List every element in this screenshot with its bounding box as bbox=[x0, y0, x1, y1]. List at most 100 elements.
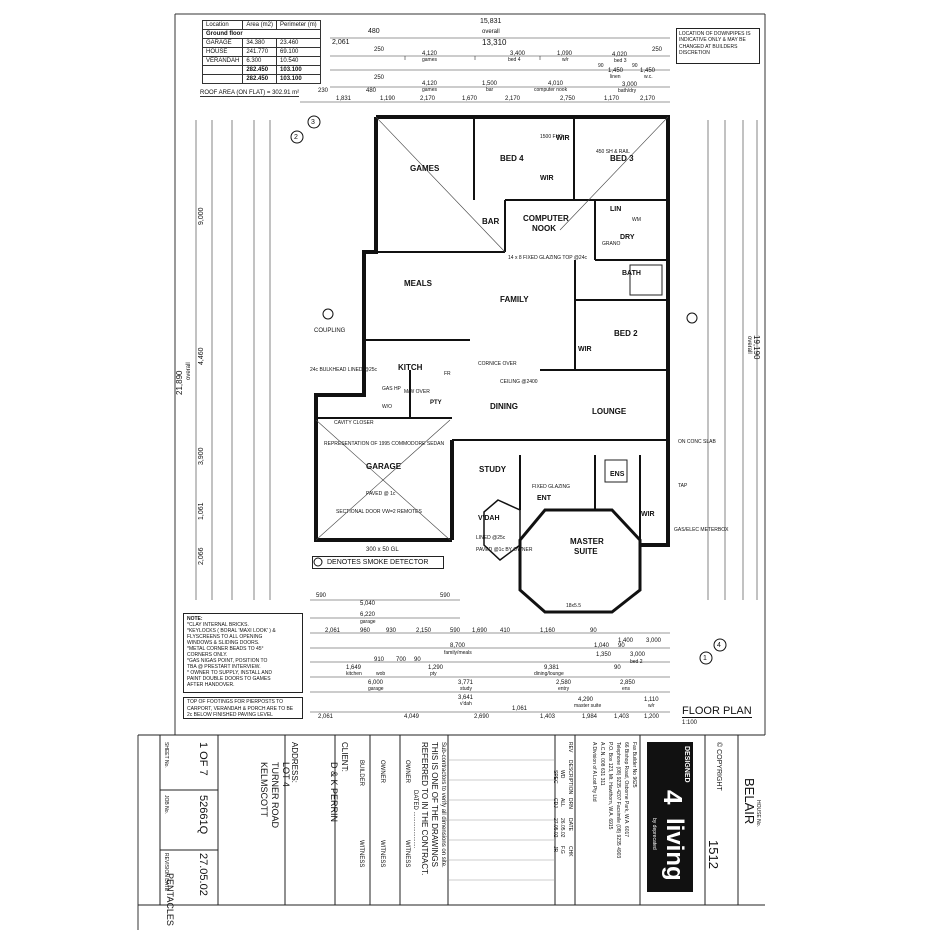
master-suite-octagon bbox=[518, 508, 642, 614]
note-fixed-glazing: 14 x 8 FIXED GLAZING TOP @24c bbox=[508, 255, 587, 261]
company-logo-brand: living bbox=[661, 818, 688, 881]
notes-line: *GAS NIGAS POINT, POSITION TO bbox=[187, 658, 268, 664]
dim-left-overall-label: overall bbox=[186, 362, 192, 380]
area-table-blank bbox=[201, 74, 244, 84]
title-owner: OWNER bbox=[404, 760, 410, 783]
dim-bottom-room: w/r bbox=[648, 703, 655, 709]
dim-top: 1,450 bbox=[640, 68, 656, 74]
rev-header: CHK bbox=[567, 846, 573, 857]
area-table-cell: GARAGE bbox=[201, 38, 244, 48]
dim-bottom: 590 bbox=[450, 628, 461, 634]
note-sectional-door: SECTIONAL DOOR VW=2 REMOTES bbox=[336, 509, 422, 515]
marker-circle-3 bbox=[307, 115, 321, 129]
rev-cell: WD bbox=[559, 770, 565, 779]
marker-1: 1 bbox=[703, 655, 707, 662]
smoke-detector-symbol bbox=[313, 557, 323, 567]
company-logo-block bbox=[647, 742, 693, 892]
room-label-wir: WIR bbox=[540, 175, 554, 182]
area-table-cell: 10.540 bbox=[276, 56, 321, 66]
dim-bottom: 8,700 bbox=[450, 643, 466, 649]
rev-cell: CDJ bbox=[552, 798, 558, 808]
note-paved: PAVED @ 1c bbox=[366, 491, 396, 497]
area-table: Location Area (m2) Perimeter (m) Ground … bbox=[201, 20, 321, 84]
dim-overall-top: 15,831 bbox=[480, 18, 502, 25]
smoke-detector-legend-text: DENOTES SMOKE DETECTOR bbox=[327, 559, 429, 566]
note-fixed-glazing-2: FIXED GLAZING bbox=[532, 484, 571, 490]
dim-top: 1,831 bbox=[336, 96, 352, 102]
note-fr: FR bbox=[444, 371, 451, 377]
title-owner: OWNER bbox=[379, 760, 385, 783]
dim-overall-label: overall bbox=[482, 29, 500, 35]
dim-bottom: 700 bbox=[396, 657, 407, 663]
roof-area-label: ROOF AREA (ON FLAT) = 302.91 m² bbox=[200, 90, 300, 97]
company-logo-designed: DESIGNED bbox=[683, 746, 690, 783]
title-sheet-value: 1 OF 7 bbox=[197, 742, 209, 776]
dim-right-overall-label: overall bbox=[746, 336, 752, 354]
notes-box: NOTE: *CLAY INTERNAL BRICKS. *KEYLOCKS (… bbox=[183, 613, 303, 693]
dim-bottom: 1,200 bbox=[644, 714, 660, 720]
title-contract-note: REFERRED TO IN THE CONTRACT. bbox=[420, 742, 429, 876]
section-marker-x-left bbox=[322, 308, 334, 320]
left-dimension-lines bbox=[195, 120, 271, 600]
title-address-label: ADDRESS: bbox=[290, 742, 299, 783]
dim-overall-value: 13,310 bbox=[482, 38, 507, 47]
marker-circle-4 bbox=[713, 638, 727, 652]
title-dated: DATED ...................... bbox=[412, 790, 418, 849]
room-label-ent: ENT bbox=[537, 495, 551, 502]
rev-cell: 26.05.02 bbox=[559, 818, 565, 838]
note-mw: M/W OVER bbox=[404, 389, 430, 395]
title-copyright: © COPYRIGHT bbox=[715, 742, 722, 791]
dim-top: 4,020 bbox=[612, 52, 628, 58]
room-label-lin: LIN bbox=[610, 206, 622, 213]
dim-bottom-room: v'dah bbox=[460, 701, 472, 707]
area-table-subtotal-area: 282.450 bbox=[242, 65, 278, 75]
dim-left: 3,900 bbox=[198, 447, 205, 465]
area-table-header-perimeter: Perimeter (m) bbox=[276, 20, 321, 30]
dim-left: 4,460 bbox=[198, 347, 205, 365]
dim-bottom: 1,040 bbox=[594, 643, 610, 649]
title-address-line: LOT 4 bbox=[281, 762, 291, 787]
verandah-outline bbox=[483, 499, 521, 561]
dim-bottom: 4,290 bbox=[578, 697, 594, 703]
revision-table-rows bbox=[448, 759, 555, 881]
title-address-line: KELMSCOTT bbox=[259, 762, 269, 818]
room-label-wir: WIR bbox=[578, 346, 592, 353]
dim-bottom: 90 bbox=[414, 657, 421, 663]
dim-bottom: 3,641 bbox=[458, 695, 474, 701]
note-coupling: COUPLING bbox=[314, 328, 346, 334]
dim-bottom: 2,061 bbox=[325, 628, 341, 634]
title-revision-value: 27.05.02 bbox=[197, 853, 209, 896]
dim-top: 250 bbox=[374, 47, 385, 53]
dim-bottom-room: pty bbox=[430, 671, 437, 677]
dim-bottom: 90 bbox=[590, 628, 597, 634]
dim-bottom: 3,000 bbox=[646, 638, 662, 644]
dim-top-room: linen bbox=[610, 74, 621, 80]
note-slab: 300 x 50 GL bbox=[366, 547, 399, 553]
top-dimension-lines bbox=[300, 37, 670, 103]
dim-right-overall: 19,190 bbox=[752, 335, 761, 360]
title-house-name: BELAIR bbox=[742, 778, 757, 825]
rev-header: DRN bbox=[567, 798, 573, 809]
dim-left: 9,000 bbox=[198, 207, 205, 225]
room-label-dining: DINING bbox=[490, 402, 518, 411]
rev-header: DESCRIPTION bbox=[567, 760, 573, 795]
dim-bottom: 1,984 bbox=[582, 714, 598, 720]
notes-line: WINDOWS & SLIDING DOORS. bbox=[187, 640, 260, 646]
dim-bottom: 910 bbox=[374, 657, 385, 663]
company-logo-small: PENTACLES bbox=[165, 873, 175, 926]
area-table-group: Ground floor bbox=[202, 29, 321, 39]
dim-bottom: 1,403 bbox=[540, 714, 556, 720]
dim-bottom: 410 bbox=[500, 628, 511, 634]
note-gas-elec: GAS/ELEC METERBOX bbox=[674, 527, 729, 533]
dim-left: 1,061 bbox=[198, 502, 205, 520]
marker-circle-1 bbox=[699, 651, 713, 665]
title-job-label: JOB No. bbox=[163, 795, 169, 814]
note-lined: LINED @25c bbox=[476, 535, 506, 541]
note-tap: TAP bbox=[678, 483, 688, 489]
note-representation: REPRESENTATION OF 1995 COMMODORE SEDAN bbox=[324, 441, 445, 447]
dim-top: 90 bbox=[632, 63, 638, 69]
notes-line: * OWNER TO SUPPLY, INSTALL AND bbox=[187, 670, 272, 676]
dim-top: 3,000 bbox=[622, 82, 638, 88]
